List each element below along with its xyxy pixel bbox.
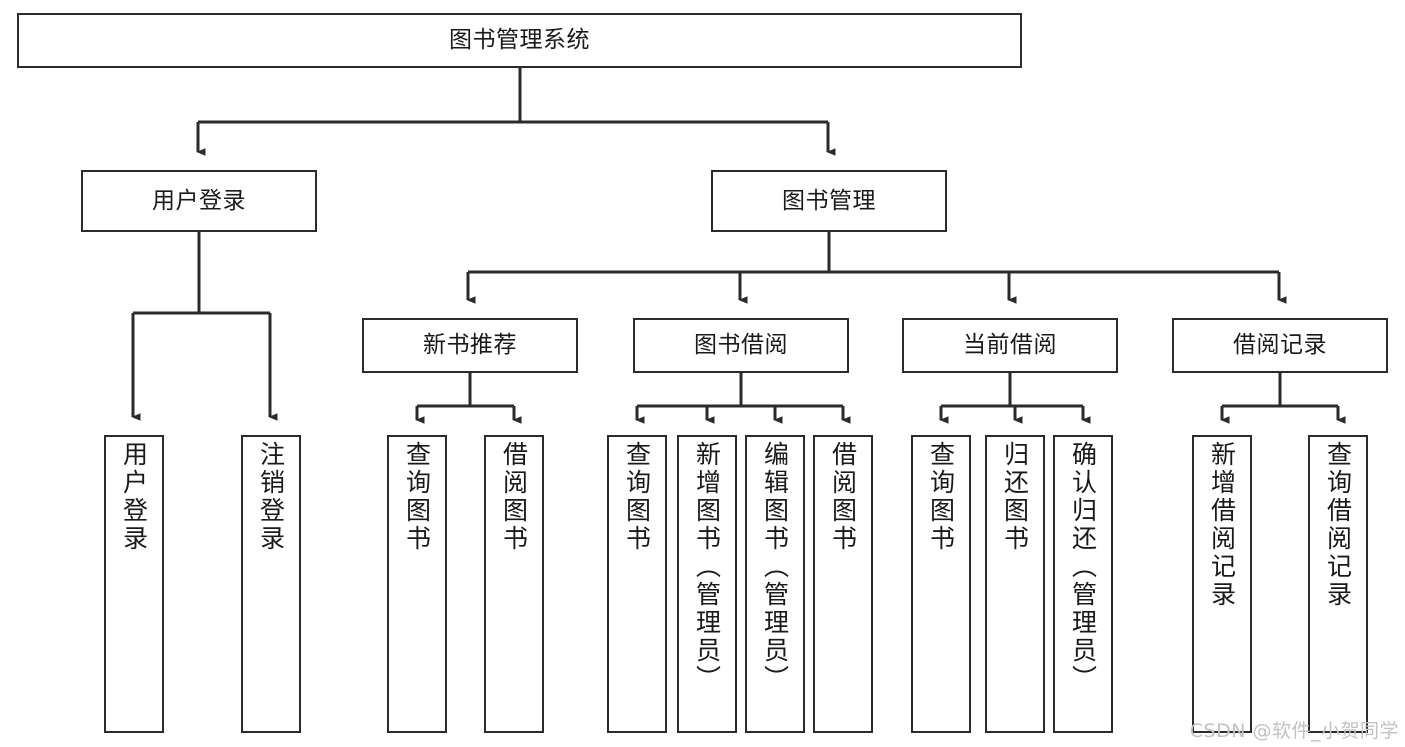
- leaf-query-record-label: 查询借阅记录: [1323, 441, 1353, 609]
- node-book-manage[interactable]: 图书管理: [711, 170, 947, 232]
- leaf-edit-book[interactable]: 编辑图书（管理员）: [745, 435, 805, 733]
- leaf-confirm-return[interactable]: 确认归还（管理员）: [1053, 435, 1113, 733]
- leaf-return-book-label: 归还图书: [1000, 441, 1030, 553]
- leaf-add-book[interactable]: 新增图书（管理员）: [677, 435, 737, 733]
- leaf-user-login[interactable]: 用户登录: [104, 435, 164, 733]
- leaf-query-book-1[interactable]: 查询图书: [387, 435, 447, 733]
- node-root[interactable]: 图书管理系统: [17, 13, 1022, 68]
- leaf-borrow-book-1[interactable]: 借阅图书: [484, 435, 544, 733]
- leaf-borrow-book-1-label: 借阅图书: [499, 441, 529, 553]
- leaf-confirm-return-label: 确认归还（管理员）: [1068, 441, 1098, 693]
- watermark: CSDN @软件_小贺同学: [1189, 720, 1399, 742]
- leaf-return-book[interactable]: 归还图书: [985, 435, 1045, 733]
- node-book-borrow[interactable]: 图书借阅: [633, 318, 849, 373]
- node-borrow-record[interactable]: 借阅记录: [1172, 318, 1388, 373]
- node-borrow-record-label: 借阅记录: [1233, 332, 1327, 359]
- node-book-manage-label: 图书管理: [782, 187, 876, 214]
- node-current-borrow-label: 当前借阅: [963, 332, 1057, 359]
- leaf-borrow-book-2[interactable]: 借阅图书: [813, 435, 873, 733]
- leaf-add-book-label: 新增图书（管理员）: [692, 441, 722, 693]
- node-new-book-rec-label: 新书推荐: [423, 332, 517, 359]
- leaf-query-book-2[interactable]: 查询图书: [607, 435, 667, 733]
- leaf-add-record-label: 新增借阅记录: [1207, 441, 1237, 609]
- node-user-login[interactable]: 用户登录: [81, 170, 317, 232]
- leaf-query-book-3[interactable]: 查询图书: [911, 435, 971, 733]
- node-root-label: 图书管理系统: [449, 27, 590, 54]
- leaf-add-record[interactable]: 新增借阅记录: [1192, 435, 1252, 733]
- node-new-book-rec[interactable]: 新书推荐: [362, 318, 578, 373]
- node-book-borrow-label: 图书借阅: [694, 332, 788, 359]
- leaf-query-book-2-label: 查询图书: [622, 441, 652, 553]
- node-current-borrow[interactable]: 当前借阅: [902, 318, 1118, 373]
- leaf-borrow-book-2-label: 借阅图书: [828, 441, 858, 553]
- node-user-login-label: 用户登录: [152, 187, 246, 214]
- leaf-user-logout-label: 注销登录: [256, 441, 286, 553]
- leaf-user-logout[interactable]: 注销登录: [241, 435, 301, 733]
- leaf-query-book-1-label: 查询图书: [402, 441, 432, 553]
- leaf-user-login-label: 用户登录: [119, 441, 149, 553]
- leaf-query-record[interactable]: 查询借阅记录: [1308, 435, 1368, 733]
- leaf-query-book-3-label: 查询图书: [926, 441, 956, 553]
- leaf-edit-book-label: 编辑图书（管理员）: [760, 441, 790, 693]
